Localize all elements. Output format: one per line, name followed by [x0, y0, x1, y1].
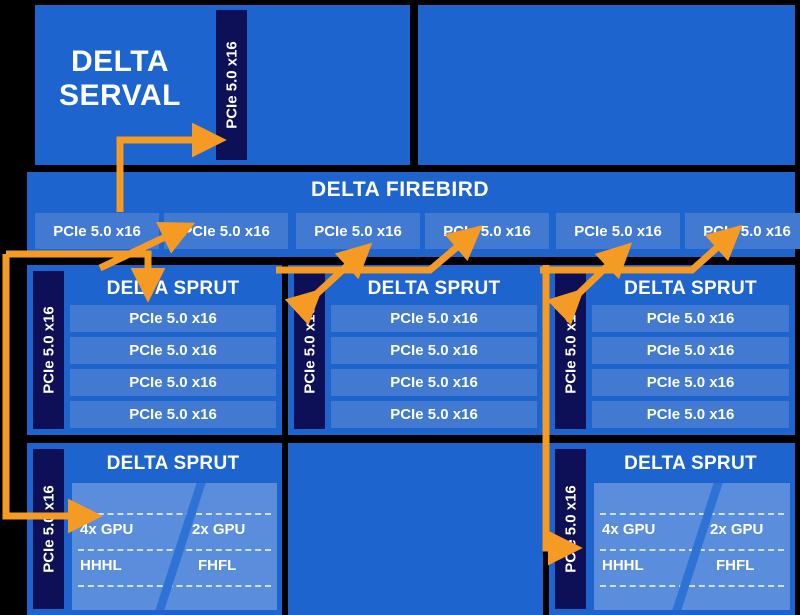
sprut-top-1-slot-3[interactable]: PCIe 5.0 x16 — [70, 369, 276, 396]
gpu-right-count: 2x GPU — [192, 521, 246, 538]
gpu-left-count: 4x GPU — [602, 521, 656, 538]
bottom-middle-empty-panel — [288, 443, 543, 615]
sprut-bottom-2-title: DELTA SPRUT — [624, 453, 757, 474]
gpu-left-form: HHHL — [602, 557, 644, 574]
sprut-top-2-slot-2[interactable]: PCIe 5.0 x16 — [331, 337, 537, 364]
serval-connector[interactable]: PCIe 5.0 x16 — [216, 10, 247, 160]
serval-title-line2: SERVAL — [59, 79, 181, 112]
sprut-top-2-slot-3[interactable]: PCIe 5.0 x16 — [331, 369, 537, 396]
gpu-right-form: FHFL — [716, 557, 755, 574]
gpu-right-form: FHFL — [198, 557, 237, 574]
sprut-top-2-uplink-label: PCIe 5.0 x16 — [301, 306, 318, 394]
sprut-top-3-slot-3[interactable]: PCIe 5.0 x16 — [592, 369, 789, 396]
sprut-top-1-uplink-label: PCIe 5.0 x16 — [40, 306, 57, 394]
sprut-top-2-slot-4[interactable]: PCIe 5.0 x16 — [331, 401, 537, 428]
firebird-title: DELTA FIREBIRD — [310, 178, 490, 201]
serval-connector-label: PCIe 5.0 x16 — [223, 41, 240, 129]
sprut-bottom-1-uplink-label: PCIe 5.0 x16 — [40, 485, 57, 573]
sprut-top-1-uplink[interactable]: PCIe 5.0 x16 — [33, 271, 64, 429]
sprut-top-1-slot-2[interactable]: PCIe 5.0 x16 — [70, 337, 276, 364]
gpu-left-form: HHHL — [80, 557, 122, 574]
serval-title-line1: DELTA — [70, 45, 170, 78]
sprut-top-3-slot-2[interactable]: PCIe 5.0 x16 — [592, 337, 789, 364]
sprut-bottom-2-uplink[interactable]: PCIe 5.0 x16 — [555, 449, 586, 609]
sprut-top-1-slot-4[interactable]: PCIe 5.0 x16 — [70, 401, 276, 428]
sprut-top-3-slot-4[interactable]: PCIe 5.0 x16 — [592, 401, 789, 428]
gpu-left-count: 4x GPU — [80, 521, 134, 538]
sprut-top-3-uplink-label: PCIe 5.0 x16 — [562, 306, 579, 394]
serval-title: DELTA SERVAL — [40, 45, 200, 113]
sprut-top-1-title: DELTA SPRUT — [106, 278, 240, 299]
sprut-bottom-1-title: DELTA SPRUT — [106, 453, 240, 474]
sprut-top-3-title: DELTA SPRUT — [624, 278, 757, 299]
sprut-bottom-1-gpu-diagram: 4x GPU 2x GPU HHHL FHFL — [72, 483, 277, 610]
sprut-top-3-uplink[interactable]: PCIe 5.0 x16 — [555, 271, 586, 429]
gpu-diagonal-divider — [668, 483, 727, 610]
gpu-right-count: 2x GPU — [710, 521, 764, 538]
firebird-slot-3[interactable]: PCIe 5.0 x16 — [296, 213, 420, 249]
firebird-slot-2[interactable]: PCIe 5.0 x16 — [164, 213, 288, 249]
sprut-bottom-2-uplink-label: PCIe 5.0 x16 — [562, 485, 579, 573]
sprut-top-2-uplink[interactable]: PCIe 5.0 x16 — [294, 271, 325, 429]
firebird-slot-1[interactable]: PCIe 5.0 x16 — [35, 213, 159, 249]
firebird-slot-5[interactable]: PCIe 5.0 x16 — [556, 213, 680, 249]
gpu-dash-top — [78, 513, 271, 515]
sprut-bottom-1-uplink[interactable]: PCIe 5.0 x16 — [33, 449, 64, 609]
sprut-top-2-slot-1[interactable]: PCIe 5.0 x16 — [331, 305, 537, 332]
sprut-bottom-2-gpu-diagram: 4x GPU 2x GPU HHHL FHFL — [594, 483, 790, 610]
gpu-dash-bottom — [600, 585, 784, 587]
sprut-top-1-slot-1[interactable]: PCIe 5.0 x16 — [70, 305, 276, 332]
sprut-top-3-slot-1[interactable]: PCIe 5.0 x16 — [592, 305, 789, 332]
gpu-dash-bottom — [78, 585, 271, 587]
top-right-empty-panel — [418, 5, 795, 165]
gpu-diagonal-divider — [151, 483, 210, 610]
gpu-dash-top — [600, 513, 784, 515]
firebird-slot-4[interactable]: PCIe 5.0 x16 — [425, 213, 549, 249]
firebird-slot-6[interactable]: PCIe 5.0 x16 — [685, 213, 800, 249]
sprut-top-2-title: DELTA SPRUT — [367, 278, 501, 299]
